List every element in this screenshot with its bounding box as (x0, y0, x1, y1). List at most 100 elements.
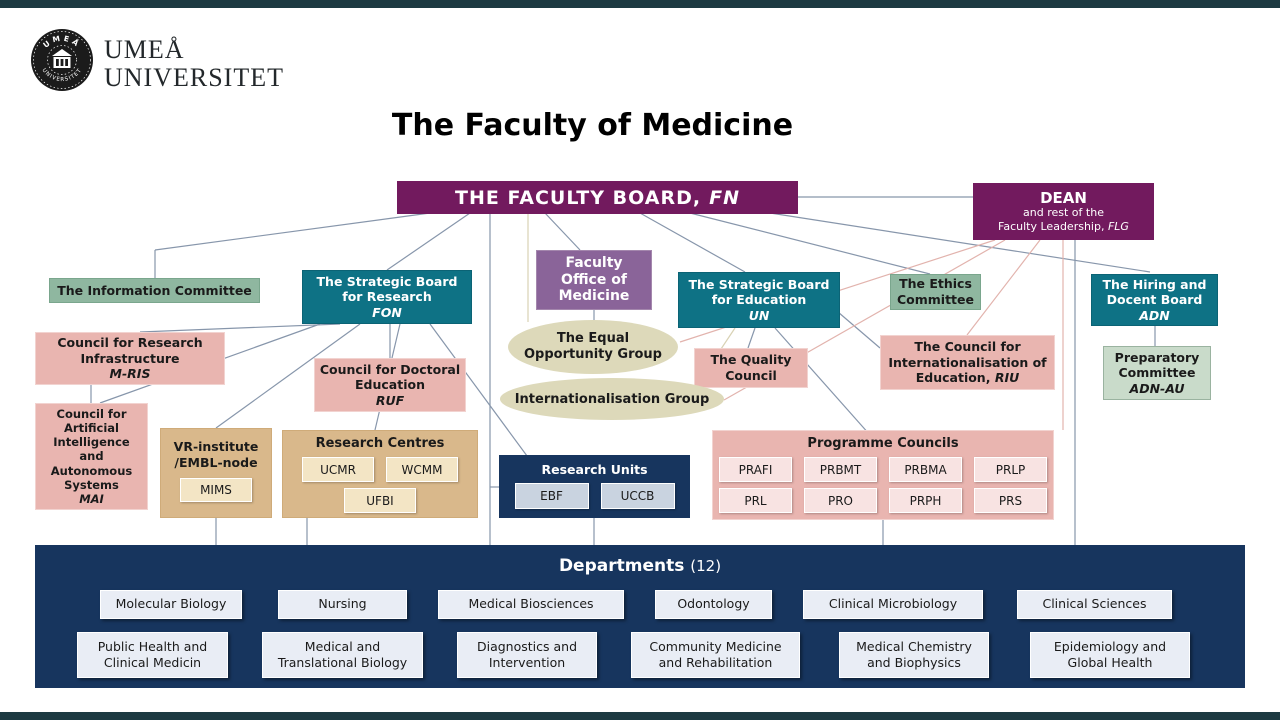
mims-box: MIMS (180, 478, 252, 503)
dept-label: Clinical Microbiology (828, 596, 958, 612)
ai-council-box: Council for Artificial Intelligence and … (35, 403, 148, 510)
page-title: The Faculty of Medicine (391, 108, 794, 143)
dept-label: Diagnostics and Intervention (476, 638, 578, 670)
dept-label: Molecular Biology (115, 596, 227, 612)
faculty-board-box: THE FACULTY BOARD, FN (397, 181, 798, 214)
internationalisation-council-line3: Education, RIU (916, 370, 1020, 386)
prl-label: PRL (744, 493, 767, 508)
departments-panel: Departments (12) Molecular Biology Nursi… (35, 545, 1245, 688)
faculty-board-abbr: FN (709, 186, 740, 209)
dean-title: DEAN (1040, 188, 1087, 207)
dept-label: Medical and Translational Biology (277, 638, 408, 670)
dean-line2: and rest of the (1023, 206, 1104, 219)
dean-box: DEAN and rest of the Faculty Leadership,… (973, 183, 1154, 240)
doctoral-education-council-label: Council for Doctoral Education (319, 361, 461, 393)
dean-line3-text: Faculty Leadership, (998, 219, 1105, 233)
departments-count: (12) (690, 557, 722, 575)
prafi-label: PRAFI (738, 462, 773, 477)
wcmm-label: WCMM (401, 462, 443, 477)
prbma-label: PRBMA (904, 462, 947, 477)
preparatory-committee-label: Preparatory Committee (1114, 349, 1200, 381)
pro-box: PRO (804, 488, 877, 513)
vr-institute-box: VR-institute /EMBL-node MIMS (160, 428, 272, 518)
prs-box: PRS (974, 488, 1047, 513)
ucmr-box: UCMR (302, 457, 374, 482)
prl-box: PRL (719, 488, 792, 513)
ebf-label: EBF (540, 489, 563, 503)
research-units-title: Research Units (541, 462, 648, 477)
ebf-box: EBF (514, 483, 589, 509)
programme-councils-title: Programme Councils (807, 436, 959, 451)
dept-label: Epidemiology and Global Health (1053, 638, 1167, 670)
dept-label: Medical Biosciences (468, 596, 594, 612)
faculty-office-box: Faculty Office of Medicine (536, 250, 652, 310)
vr-institute-label: VR-institute /EMBL-node (173, 439, 259, 470)
programme-councils-box: Programme Councils PRAFI PRBMT PRBMA PRL… (712, 430, 1054, 520)
research-infrastructure-council-abbr: M-RIS (109, 366, 151, 382)
dept-epidemiology-global-health: Epidemiology and Global Health (1030, 632, 1190, 678)
strategic-board-education-label: The Strategic Board for Education (688, 276, 830, 308)
ethics-committee-label: The Ethics Committee (896, 276, 974, 307)
departments-title-text: Departments (558, 556, 685, 576)
equal-opportunity-group-label: The Equal Opportunity Group (524, 330, 662, 362)
prph-box: PRPH (889, 488, 962, 513)
dept-label: Odontology (677, 596, 750, 612)
umea-university-seal-icon: UMEÅ UNIVERSITET (31, 29, 93, 91)
research-infrastructure-council-box: Council for Research Infrastructure M-RI… (35, 332, 225, 385)
strategic-board-education-box: The Strategic Board for Education UN (678, 272, 840, 328)
dept-label: Public Health and Clinical Medicin (97, 638, 208, 670)
top-border-bar (0, 0, 1280, 8)
ufbi-label: UFBI (366, 493, 394, 508)
strategic-board-research-box: The Strategic Board for Research FON (302, 270, 472, 324)
internationalisation-group-ellipse: Internationalisation Group (500, 378, 724, 420)
dept-community-medicine: Community Medicine and Rehabilitation (631, 632, 800, 678)
research-centres-title: Research Centres (315, 436, 445, 451)
prbmt-box: PRBMT (804, 457, 877, 482)
prlp-label: PRLP (995, 462, 1026, 477)
prs-label: PRS (998, 493, 1023, 508)
dept-label: Community Medicine and Rehabilitation (649, 638, 782, 670)
internationalisation-group-label: Internationalisation Group (514, 391, 710, 407)
internationalisation-council-box: The Council for Internationalisation of … (880, 335, 1055, 390)
dept-nursing: Nursing (278, 590, 407, 619)
equal-opportunity-group-ellipse: The Equal Opportunity Group (508, 320, 678, 374)
research-units-box: Research Units EBF UCCB (499, 455, 690, 518)
strategic-board-research-label: The Strategic Board for Research (316, 273, 458, 305)
dept-odontology: Odontology (655, 590, 772, 619)
information-committee-label: The Information Committee (57, 283, 252, 298)
uccb-label: UCCB (620, 489, 655, 503)
ufbi-box: UFBI (344, 488, 416, 513)
quality-council-label: The Quality Council (710, 352, 792, 383)
ethics-committee-box: The Ethics Committee (890, 274, 981, 310)
prafi-box: PRAFI (719, 457, 792, 482)
doctoral-education-council-abbr: RUF (375, 392, 405, 408)
university-wordmark: UMEÅ UNIVERSITET (104, 35, 284, 93)
mims-label: MIMS (200, 482, 232, 497)
hiring-docent-board-box: The Hiring and Docent Board ADN (1091, 274, 1218, 326)
wordmark-line1: UMEÅ (104, 35, 185, 64)
wcmm-box: WCMM (386, 457, 458, 482)
pro-label: PRO (827, 493, 854, 508)
bottom-border-bar (0, 712, 1280, 720)
strategic-board-education-abbr: UN (748, 307, 770, 323)
internationalisation-council-label: The Council for Internationalisation of (888, 339, 1047, 370)
wordmark-line2: UNIVERSITET (104, 63, 284, 93)
prph-label: PRPH (909, 493, 942, 508)
dean-line3: Faculty Leadership, FLG (998, 220, 1129, 234)
uccb-box: UCCB (600, 483, 675, 509)
strategic-board-research-abbr: FON (372, 304, 402, 320)
prbmt-label: PRBMT (819, 462, 862, 477)
doctoral-education-council-box: Council for Doctoral Education RUF (314, 358, 466, 412)
dept-diagnostics-intervention: Diagnostics and Intervention (457, 632, 597, 678)
faculty-office-label: Faculty Office of Medicine (558, 254, 630, 305)
dept-molecular-biology: Molecular Biology (100, 590, 242, 619)
ucmr-label: UCMR (320, 462, 356, 477)
dept-medical-translational-biology: Medical and Translational Biology (262, 632, 423, 678)
ai-council-label: Council for Artificial Intelligence and … (50, 407, 133, 492)
dept-label: Clinical Sciences (1042, 596, 1147, 612)
dept-clinical-sciences: Clinical Sciences (1017, 590, 1172, 619)
hiring-docent-board-abbr: ADN (1139, 307, 1170, 323)
dept-label: Nursing (318, 596, 367, 612)
